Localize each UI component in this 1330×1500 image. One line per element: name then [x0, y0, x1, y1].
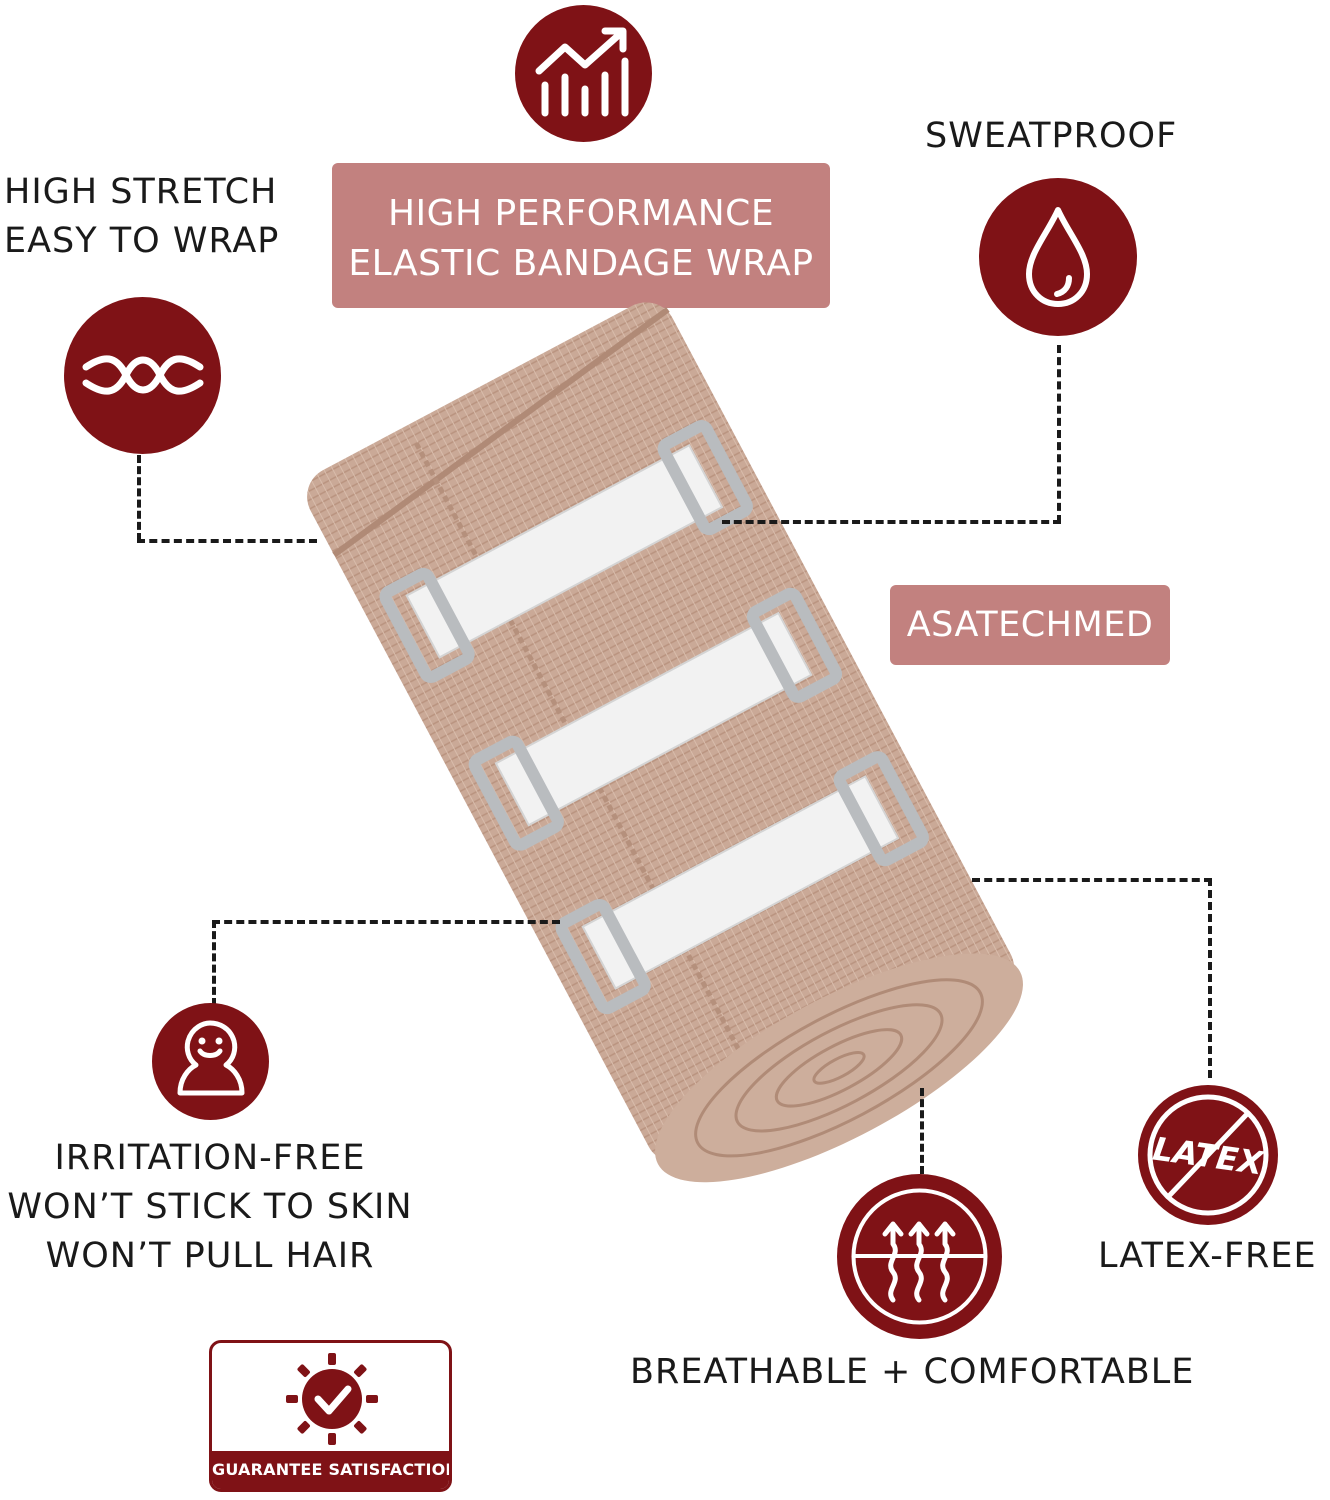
- sweatproof-line-1: SWEATPROOF: [925, 116, 1178, 156]
- irritation-line-3: WON’T PULL HAIR: [45, 1236, 375, 1276]
- growth-chart-icon: [515, 5, 652, 142]
- guarantee-badge: GUARANTEE SATISFACTION: [209, 1340, 452, 1492]
- smiley-person-icon: [152, 1003, 269, 1120]
- sweatproof-label: SWEATPROOF: [925, 112, 1177, 161]
- connector-latex-horizontal: [972, 878, 1212, 882]
- elastic-bandage-roll-image: [260, 300, 1080, 1200]
- irritation-line-1: IRRITATION-FREE: [54, 1138, 366, 1178]
- irritation-line-2: WON’T STICK TO SKIN: [7, 1187, 413, 1227]
- connector-stretch-horizontal: [137, 539, 317, 543]
- guarantee-label: GUARANTEE SATISFACTION: [212, 1460, 452, 1479]
- no-latex-icon-text: LATEX: [1151, 1129, 1267, 1182]
- connector-irritation-vertical: [212, 920, 216, 1006]
- headline-badge: HIGH PERFORMANCE ELASTIC BANDAGE WRAP: [332, 163, 830, 308]
- brand-name: ASATECHMED: [906, 605, 1154, 645]
- air-flow-icon: [837, 1174, 1002, 1339]
- connector-stretch-vertical: [137, 455, 141, 541]
- stretch-label: HIGH STRETCH EASY TO WRAP: [4, 168, 279, 266]
- stretch-wave-icon: [64, 297, 221, 454]
- water-drop-icon: [979, 178, 1137, 336]
- breathable-line-1: BREATHABLE + COMFORTABLE: [630, 1352, 1195, 1392]
- connector-irritation-horizontal: [212, 920, 560, 924]
- brand-badge: ASATECHMED: [890, 585, 1170, 665]
- stretch-line-1: HIGH STRETCH: [4, 172, 278, 212]
- breathable-label: BREATHABLE + COMFORTABLE: [630, 1348, 1194, 1397]
- irritation-label: IRRITATION-FREE WON’T STICK TO SKIN WON’…: [0, 1134, 420, 1281]
- no-latex-icon: LATEX: [1138, 1085, 1278, 1225]
- latex-label: LATEX-FREE: [1098, 1232, 1317, 1281]
- latex-line-1: LATEX-FREE: [1098, 1236, 1317, 1276]
- headline-line-2: ELASTIC BANDAGE WRAP: [348, 243, 814, 284]
- stretch-line-2: EASY TO WRAP: [4, 221, 280, 261]
- connector-sweat-horizontal: [722, 520, 1061, 524]
- headline-line-1: HIGH PERFORMANCE: [387, 193, 775, 234]
- guarantee-label-bar: GUARANTEE SATISFACTION: [212, 1451, 449, 1489]
- connector-breathable-vertical: [920, 1088, 924, 1174]
- check-seal-icon: [284, 1351, 380, 1447]
- connector-latex-vertical: [1208, 878, 1212, 1078]
- connector-sweat-vertical: [1057, 345, 1061, 523]
